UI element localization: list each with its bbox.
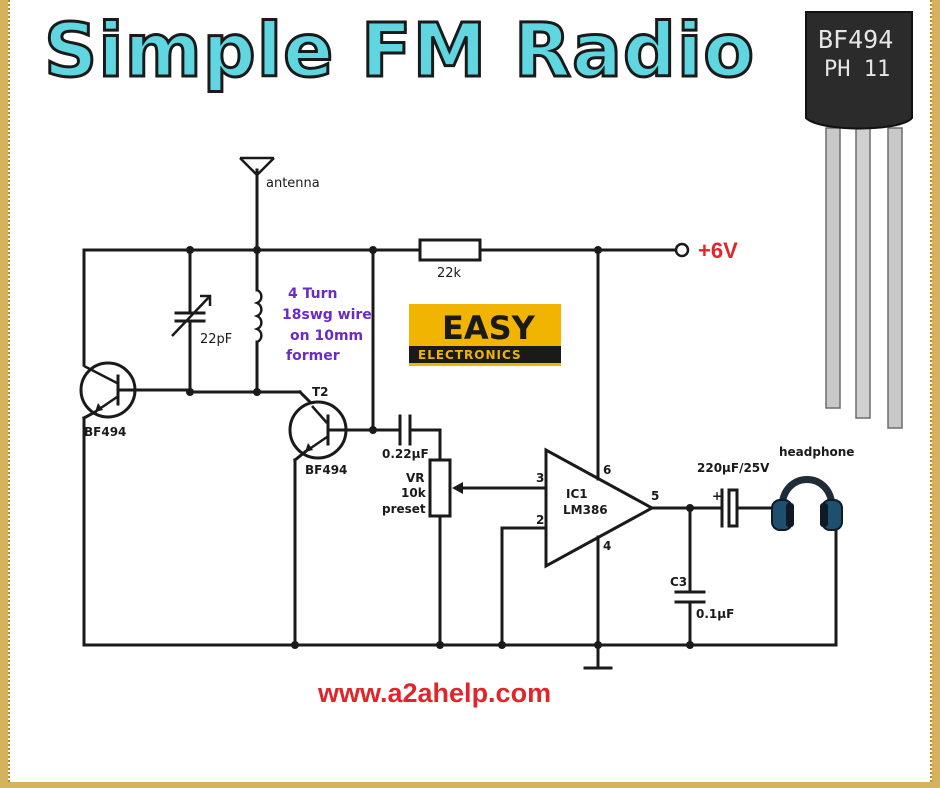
bf494-transistor-photo: BF494 PH 11: [805, 11, 913, 429]
resistor-22k: 22k: [418, 238, 482, 281]
antenna-symbol: antenna: [239, 156, 320, 252]
svg-text:4: 4: [603, 539, 611, 553]
transistor-t1: BF494: [79, 361, 192, 647]
ic-id: IC1: [566, 487, 588, 501]
out-cap-plus: +: [712, 489, 722, 503]
t1-label: BF494: [84, 425, 126, 439]
coil-note: 4 Turn 18swg wire on 10mm former: [282, 286, 377, 364]
svg-text:3: 3: [536, 471, 544, 485]
preset-label: VR 10k preset: [382, 471, 430, 516]
svg-text:5: 5: [651, 489, 659, 503]
trimmer-label: 22pF: [200, 332, 232, 347]
supply-label: +6V: [698, 238, 738, 263]
page-title: Simple FM Radio: [42, 7, 756, 96]
transistor-t2: T2 BF494: [288, 385, 375, 647]
supply-terminal: +6V: [674, 238, 738, 263]
trimmer-capacitor: 22pF: [171, 248, 232, 394]
svg-text:PH 11: PH 11: [824, 57, 890, 82]
easy-electronics-logo: EASY ELECTRONICS: [409, 304, 561, 366]
coupling-capacitor: 0.22µF: [371, 414, 442, 462]
svg-text:2: 2: [536, 513, 544, 527]
svg-text:BF494: BF494: [818, 25, 893, 54]
top-rail: [82, 248, 678, 367]
coupling-cap-label: 0.22µF: [382, 447, 429, 461]
c3-id: C3: [670, 575, 687, 589]
preset-potentiometer: VR 10k preset: [382, 458, 547, 647]
ic-label: LM386: [563, 503, 608, 517]
capacitor-c3: C3 0.1µF: [670, 506, 734, 647]
t2-id: T2: [312, 385, 329, 399]
ic-lm386: IC1 LM386 3 2 6 4 5: [500, 248, 659, 670]
svg-text:6: 6: [603, 463, 611, 477]
t2-label: BF494: [305, 463, 347, 477]
resistor-label: 22k: [437, 266, 462, 281]
output-capacitor: + 220µF/25V: [697, 461, 778, 528]
coil-inductor: 4 Turn 18swg wire on 10mm former: [253, 248, 377, 394]
website-url: www.a2ahelp.com: [318, 678, 552, 708]
headphone-label: headphone: [779, 445, 854, 459]
antenna-label: antenna: [266, 176, 320, 191]
headphone-icon: headphone: [771, 445, 854, 531]
out-cap-label: 220µF/25V: [697, 461, 770, 475]
svg-text:ELECTRONICS: ELECTRONICS: [418, 348, 522, 362]
c3-label: 0.1µF: [696, 607, 734, 621]
svg-text:EASY: EASY: [442, 309, 536, 347]
